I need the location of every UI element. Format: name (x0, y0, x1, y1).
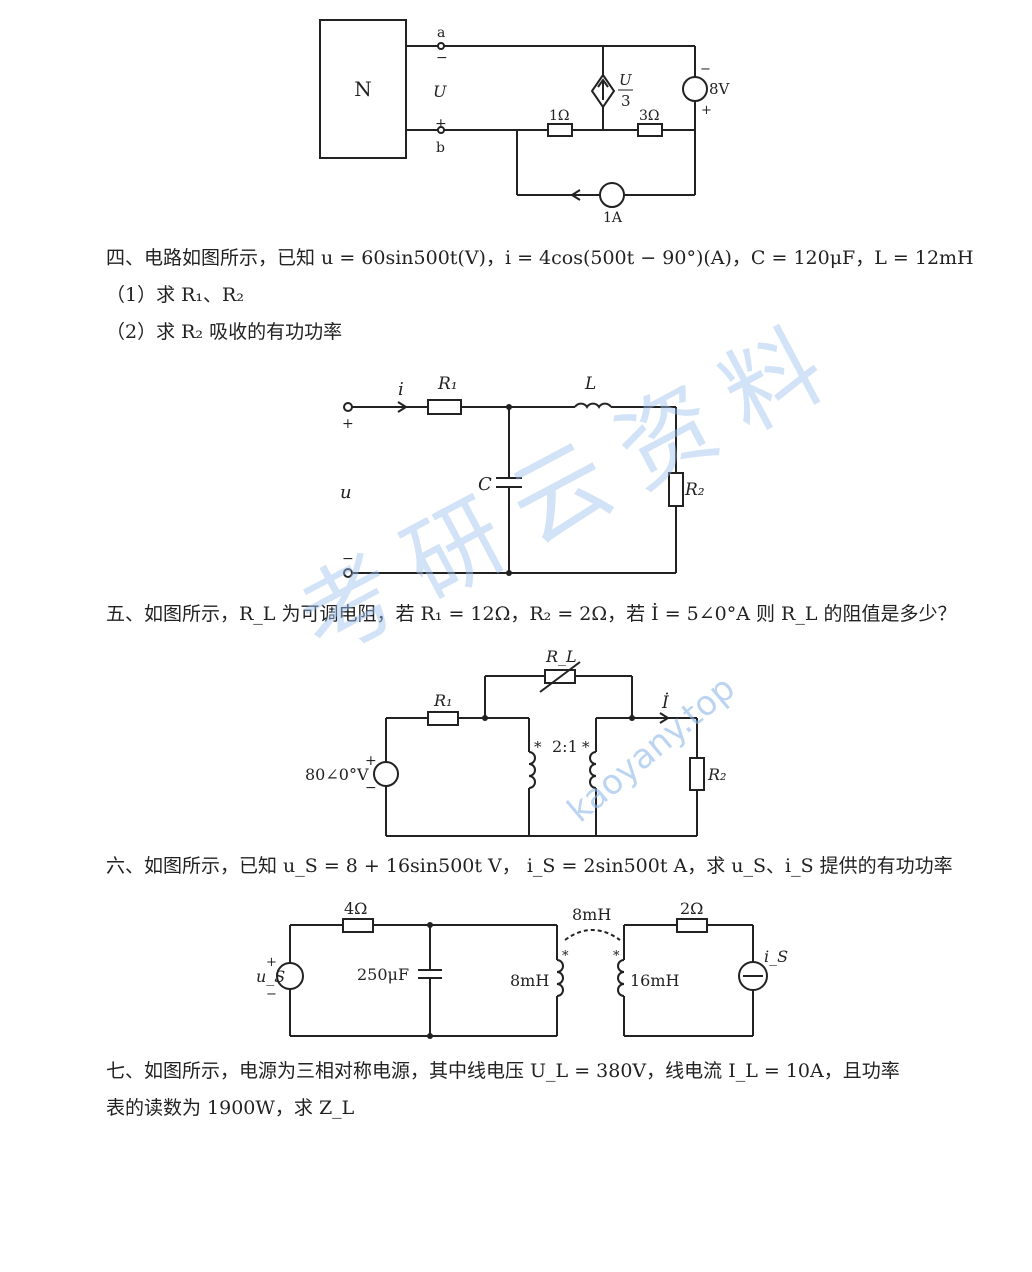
svg-text:R₁: R₁ (437, 374, 458, 394)
svg-text:+: + (342, 416, 354, 432)
svg-text:250μF: 250μF (357, 965, 409, 984)
svg-text:−: − (342, 551, 354, 567)
inductor-16mh (617, 959, 625, 997)
svg-text:R₁: R₁ (433, 691, 452, 710)
svg-text:R₂: R₂ (707, 765, 726, 784)
svg-text:U: U (619, 71, 633, 89)
network-box (319, 19, 407, 159)
resistor-2ohm (676, 918, 708, 933)
svg-text:+: + (266, 955, 277, 970)
circuit-figure-q5: R_L R₁ 2:1 * * İ 80∠0°V + − R₂ (305, 647, 726, 837)
q4-part2: （2）求 R₂ 吸收的有功功率 (106, 321, 343, 343)
svg-text:−: − (436, 50, 448, 66)
q4-part1: （1）求 R₁、R₂ (106, 284, 244, 306)
q4-statement: 四、电路如图所示，已知 u = 60sin500t(V)，i = 4cos(50… (106, 247, 974, 269)
svg-text:8mH: 8mH (572, 905, 611, 924)
svg-text:3: 3 (621, 92, 631, 110)
mutual-coupling-arc (564, 929, 621, 941)
secondary-coil (589, 751, 597, 789)
svg-text:4Ω: 4Ω (344, 899, 367, 918)
svg-text:u: u (340, 482, 352, 503)
q7-statement-cont: 表的读数为 1900W，求 Z_L (106, 1097, 355, 1119)
svg-text:3Ω: 3Ω (639, 108, 660, 124)
primary-coil (528, 751, 536, 789)
current-source-1a (599, 182, 625, 208)
svg-text:i: i (398, 379, 404, 400)
resistor-4ohm (342, 918, 374, 933)
svg-text:*: * (582, 738, 590, 756)
svg-text:*: * (562, 949, 569, 964)
network-label: N (354, 77, 372, 101)
svg-text:R_L: R_L (545, 647, 577, 666)
circuit-figure-top: N a − U + b U 3 − 8V + 1Ω 3Ω 1A (319, 19, 731, 226)
inductor-l (574, 402, 612, 409)
resistor-r1 (427, 711, 459, 726)
svg-text:U: U (433, 82, 447, 101)
svg-text:2:1: 2:1 (552, 737, 578, 756)
q5-statement: 五、如图所示，R_L 为可调电阻，若 R₁ = 12Ω，R₂ = 2Ω，若 İ … (106, 603, 957, 625)
svg-text:b: b (436, 140, 445, 156)
svg-text:1A: 1A (603, 210, 623, 226)
inductor-8mh (556, 959, 564, 997)
svg-text:16mH: 16mH (630, 971, 680, 990)
svg-text:a: a (437, 25, 445, 41)
resistor-3ohm (637, 123, 663, 137)
voltage-source-80v (373, 761, 399, 787)
svg-text:İ: İ (661, 692, 669, 713)
svg-text:*: * (613, 949, 620, 964)
resistor-1ohm (547, 123, 573, 137)
svg-text:L: L (584, 374, 596, 394)
svg-text:i_S: i_S (764, 947, 788, 966)
resistor-r2 (689, 757, 705, 791)
svg-text:C: C (478, 474, 492, 495)
svg-text:R₂: R₂ (684, 480, 705, 500)
svg-text:u_S: u_S (256, 967, 285, 986)
q6-statement: 六、如图所示，已知 u_S = 8 + 16sin500t V， i_S = 2… (106, 855, 953, 877)
svg-text:+: + (435, 116, 447, 132)
svg-text:80∠0°V: 80∠0°V (305, 765, 369, 784)
svg-text:+: + (365, 753, 377, 769)
svg-text:+: + (701, 103, 712, 118)
circuit-figure-q4: i R₁ L + u C R₂ − (340, 374, 705, 578)
svg-text:−: − (700, 62, 711, 77)
circuit-figure-q6: 4Ω u_S + − 250μF 8mH 8mH 16mH * * 2Ω i_S (256, 899, 788, 1039)
svg-text:*: * (534, 738, 542, 756)
svg-text:8mH: 8mH (510, 971, 549, 990)
svg-text:2Ω: 2Ω (680, 899, 703, 918)
resistor-r1 (427, 399, 462, 415)
svg-text:−: − (365, 780, 377, 796)
voltage-source-8v (682, 76, 708, 102)
svg-text:−: − (266, 987, 277, 1002)
q7-statement: 七、如图所示，电源为三相对称电源，其中线电压 U_L = 380V，线电流 I_… (106, 1060, 900, 1082)
svg-text:1Ω: 1Ω (549, 108, 570, 124)
svg-text:8V: 8V (709, 80, 731, 98)
